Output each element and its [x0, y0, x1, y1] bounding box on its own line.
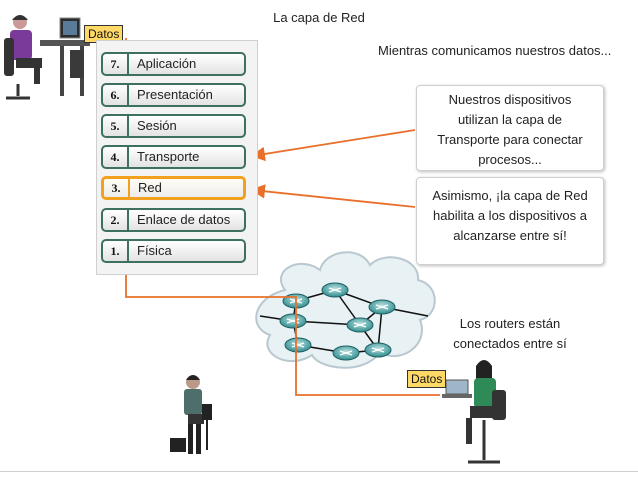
layer-number: 4.: [103, 147, 129, 167]
callout-line: procesos...: [478, 152, 542, 167]
layer-physical[interactable]: 1. Física: [101, 239, 246, 263]
routers-caption: Los routers están conectados entre sí: [440, 314, 580, 354]
layer-number: 6.: [103, 85, 129, 105]
router-icon: [284, 337, 312, 353]
router-icon: [279, 313, 307, 329]
router-icon: [332, 345, 360, 361]
callout-line: utilizan la capa de: [457, 112, 563, 127]
layer-application[interactable]: 7. Aplicación: [101, 52, 246, 76]
layer-label: Aplicación: [137, 56, 197, 71]
layer-number: 1.: [103, 241, 129, 261]
arrow-network: [250, 184, 416, 208]
callout-network: Asimismo, ¡la capa de Red habilita a los…: [416, 177, 604, 265]
layer-presentation[interactable]: 6. Presentación: [101, 83, 246, 107]
layer-label: Presentación: [137, 87, 213, 102]
layer-number: 7.: [103, 54, 129, 74]
router-icon: [346, 317, 374, 333]
divider: [0, 471, 638, 472]
person-with-briefcase-icon: [170, 375, 212, 454]
callout-line: habilita a los dispositivos a: [433, 208, 587, 223]
layer-label: Sesión: [137, 118, 177, 133]
layer-number: 3.: [104, 179, 130, 199]
callout-line: Asimismo, ¡la capa de Red: [432, 188, 588, 203]
callout-transport: Nuestros dispositivos utilizan la capa d…: [416, 85, 604, 171]
layer-number: 2.: [103, 210, 129, 230]
arrow-transport: [250, 129, 416, 162]
callout-line: Nuestros dispositivos: [448, 92, 572, 107]
person-with-laptop-icon: [442, 360, 506, 464]
router-icon: [368, 299, 396, 315]
layer-label: Transporte: [137, 149, 200, 164]
layer-data-link[interactable]: 2. Enlace de datos: [101, 208, 246, 232]
layer-number: 5.: [103, 116, 129, 136]
subtitle: Mientras comunicamos nuestros datos...: [378, 43, 612, 58]
routers: [279, 282, 396, 361]
data-tag-bottom: Datos: [407, 370, 447, 388]
router-icon: [321, 282, 349, 298]
layer-label: Red: [138, 180, 162, 195]
callout-line: Transporte para conectar: [437, 132, 583, 147]
callout-line: alcanzarse entre sí!: [453, 228, 567, 243]
person-at-desk-icon: [4, 15, 90, 100]
layer-label: Enlace de datos: [137, 212, 231, 227]
page-title: La capa de Red: [273, 10, 365, 25]
caption-line: Los routers están: [459, 316, 561, 331]
layer-label: Física: [137, 243, 172, 258]
router-icon: [364, 342, 392, 358]
caption-line: conectados entre sí: [453, 336, 567, 351]
layer-network[interactable]: 3. Red: [101, 176, 246, 200]
layer-session[interactable]: 5. Sesión: [101, 114, 246, 138]
layer-transport[interactable]: 4. Transporte: [101, 145, 246, 169]
